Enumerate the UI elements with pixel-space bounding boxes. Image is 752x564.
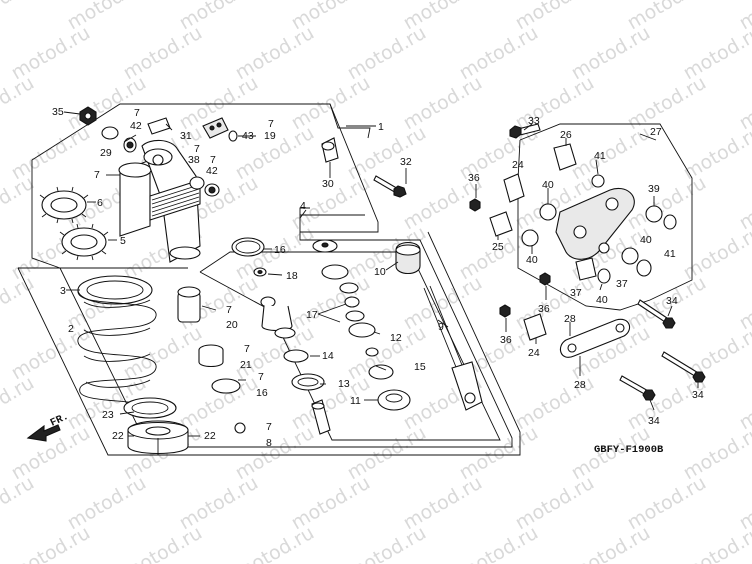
watermark-text: motod.ru xyxy=(680,22,752,85)
callout-36: 36 xyxy=(468,172,480,184)
diagram-code: GBFY-F1900B xyxy=(594,444,664,456)
watermark-text: motod.ru xyxy=(456,522,542,564)
callout-7: 7 xyxy=(226,304,232,316)
callout-7: 7 xyxy=(258,371,264,383)
callout-21: 21 xyxy=(240,359,252,371)
callout-40: 40 xyxy=(640,234,652,246)
callout-36: 36 xyxy=(500,334,512,346)
watermark-text: motod.ru xyxy=(0,272,38,335)
watermark-text: motod.ru xyxy=(680,522,752,564)
callout-10: 10 xyxy=(374,266,386,278)
callout-12: 12 xyxy=(390,332,402,344)
callout-24: 24 xyxy=(528,347,540,359)
callout-36: 36 xyxy=(538,303,550,315)
callout-34: 34 xyxy=(648,415,660,427)
callout-41: 41 xyxy=(594,150,606,162)
callout-40: 40 xyxy=(596,294,608,306)
callout-3: 3 xyxy=(60,285,66,297)
callout-16: 16 xyxy=(256,387,268,399)
callout-7: 7 xyxy=(266,421,272,433)
callout-34: 34 xyxy=(692,389,704,401)
main-spring xyxy=(77,275,177,419)
callout-27: 27 xyxy=(650,126,662,138)
watermark-text: motod.ru xyxy=(0,472,38,535)
watermark-text: motod.ru xyxy=(568,522,654,564)
callout-40: 40 xyxy=(542,179,554,191)
callout-20: 20 xyxy=(226,319,238,331)
callout-29: 29 xyxy=(100,147,112,159)
watermark-text: motod.ru xyxy=(232,522,318,564)
spring-seat-collar xyxy=(127,420,189,455)
callout-22: 22 xyxy=(204,430,216,442)
watermark-text: motod.ru xyxy=(344,522,430,564)
callout-28: 28 xyxy=(574,379,586,391)
callout-14: 14 xyxy=(322,350,334,362)
callout-37: 37 xyxy=(616,278,628,290)
callout-13: 13 xyxy=(338,378,350,390)
callout-42: 42 xyxy=(206,165,218,177)
callout-9: 9 xyxy=(438,321,444,333)
callout-19: 19 xyxy=(264,130,276,142)
callout-labels: 35 7 42 31 29 7 7 38 7 42 7 19 43 1 30 3… xyxy=(52,106,704,449)
callout-8: 8 xyxy=(266,437,272,449)
watermark-text: motod.ru xyxy=(680,222,752,285)
callout-1: 1 xyxy=(378,121,384,133)
callout-18: 18 xyxy=(286,270,298,282)
watermark-text: motod.ru xyxy=(680,422,752,485)
callout-35: 35 xyxy=(52,106,64,118)
mount-bushing-bolt xyxy=(321,137,407,198)
callout-17: 17 xyxy=(306,309,318,321)
callout-7: 7 xyxy=(210,154,216,166)
lock-nuts xyxy=(39,186,109,261)
callout-34: 34 xyxy=(666,295,678,307)
callout-42: 42 xyxy=(130,120,142,132)
callout-37: 37 xyxy=(570,287,582,299)
watermark-text: motod.ru xyxy=(680,322,752,385)
callout-7: 7 xyxy=(134,107,140,119)
callout-43: 43 xyxy=(242,130,254,142)
watermark-text: motod.ru xyxy=(0,372,38,435)
shock-absorber xyxy=(118,139,201,263)
callout-7: 7 xyxy=(94,169,100,181)
callout-11: 11 xyxy=(350,395,361,407)
callout-7: 7 xyxy=(194,143,200,155)
watermark-text: motod.ru xyxy=(8,522,94,564)
callout-24: 24 xyxy=(512,159,524,171)
callout-23: 23 xyxy=(102,409,114,421)
damper-internals xyxy=(177,237,421,435)
callout-25: 25 xyxy=(492,241,504,253)
callout-7: 7 xyxy=(268,118,274,130)
callout-2: 2 xyxy=(68,323,74,335)
leader-lines xyxy=(63,111,699,437)
callout-6: 6 xyxy=(97,197,103,209)
damper-shaft xyxy=(423,285,483,411)
callout-22: 22 xyxy=(112,430,124,442)
callout-15: 15 xyxy=(414,361,426,373)
callout-28: 28 xyxy=(564,313,576,325)
callout-38: 38 xyxy=(188,154,200,166)
callout-26: 26 xyxy=(560,129,572,141)
top-mount-hardware xyxy=(79,106,238,197)
callout-4: 4 xyxy=(300,200,306,212)
callout-30: 30 xyxy=(322,178,334,190)
callout-31: 31 xyxy=(180,130,192,142)
callout-40: 40 xyxy=(526,254,538,266)
callout-33: 33 xyxy=(528,115,540,127)
callout-39: 39 xyxy=(648,183,660,195)
callout-16: 16 xyxy=(274,244,286,256)
callout-41: 41 xyxy=(664,248,676,260)
watermark-text: motod.ru xyxy=(0,0,38,34)
watermark-text: motod.ru xyxy=(120,522,206,564)
callout-5: 5 xyxy=(120,235,126,247)
callout-32: 32 xyxy=(400,156,412,168)
callout-7: 7 xyxy=(244,343,250,355)
watermark-text: motod.ru xyxy=(0,72,38,135)
assembly-frames xyxy=(17,103,693,456)
rocker-linkage xyxy=(469,123,706,401)
